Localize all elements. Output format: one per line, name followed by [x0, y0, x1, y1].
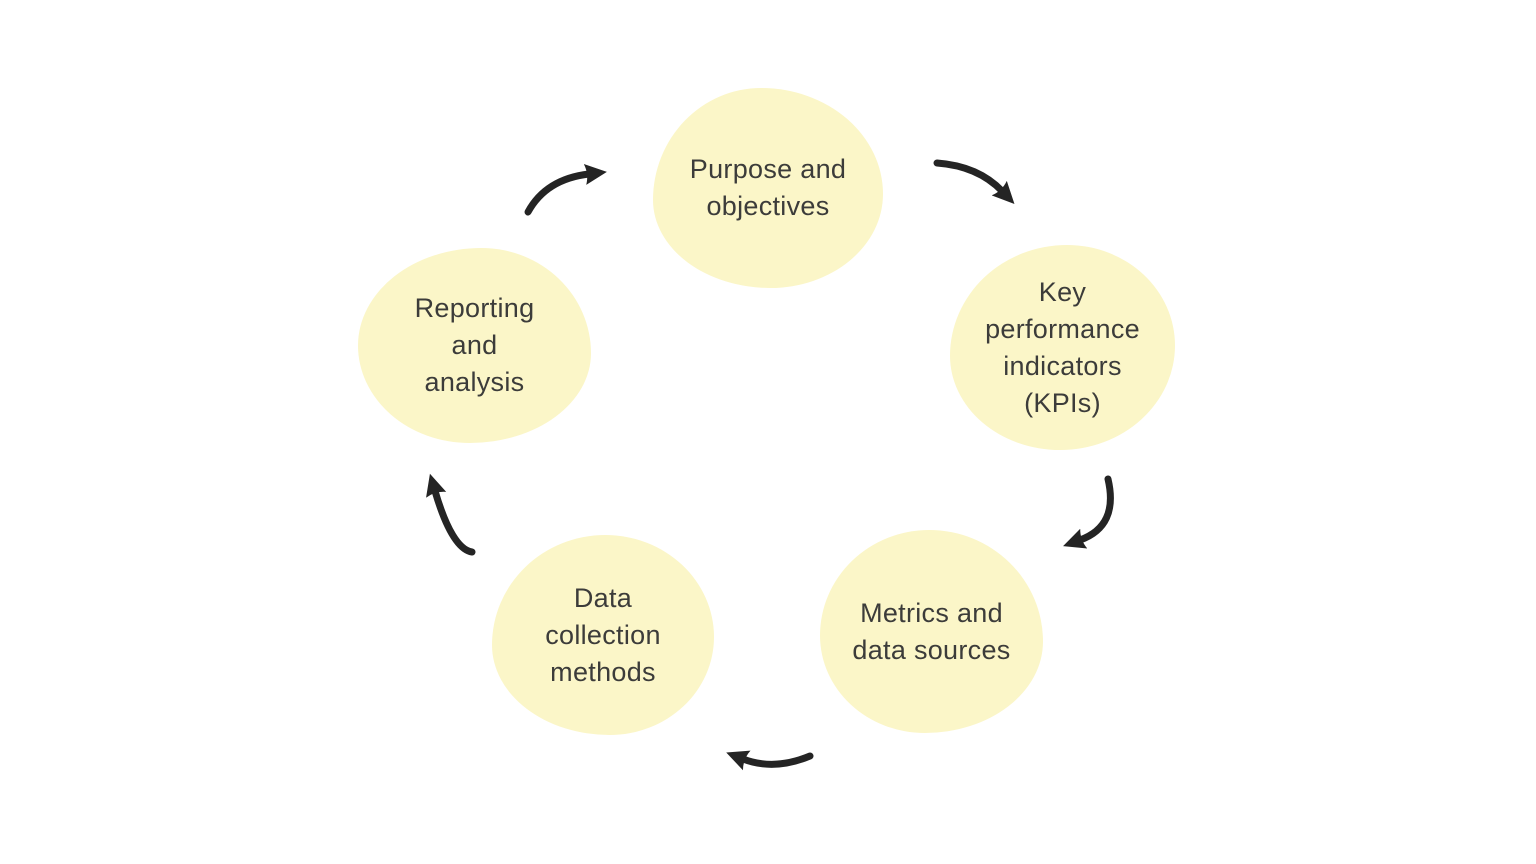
node-label-line: Reporting	[414, 293, 535, 323]
blob-shape	[492, 535, 714, 735]
node-metrics-and-data-sources: Metrics and data sources	[820, 530, 1043, 733]
node-label-line: Key	[1038, 276, 1087, 307]
node-key-performance-indicators: Key performance indicators (KPIs)	[950, 245, 1175, 450]
node-label-line: methods	[550, 656, 656, 687]
node-label-line: data sources	[852, 634, 1011, 665]
node-label: Data collection methods	[545, 580, 661, 691]
node-label-line: Purpose and	[689, 154, 847, 184]
node-label-line: performance	[985, 313, 1140, 344]
node-label-line: objectives	[706, 191, 830, 221]
blob-shape	[820, 530, 1043, 733]
node-label-line: indicators	[1003, 350, 1122, 381]
node-label: Purpose and objectives	[690, 151, 846, 225]
node-label: Metrics and data sources	[852, 595, 1010, 669]
arrow-metrics-to-collection	[726, 750, 814, 771]
arrow-reporting-to-purpose	[524, 164, 607, 216]
node-label-line: (KPIs)	[1024, 387, 1101, 418]
blob-shape	[950, 245, 1175, 450]
node-label-line: and	[451, 330, 498, 360]
node-label-line: Data	[573, 582, 633, 613]
node-label-line: analysis	[424, 367, 525, 397]
node-label-line: Metrics and	[860, 597, 1003, 628]
node-label: Reporting and analysis	[415, 290, 535, 401]
node-purpose-and-objectives: Purpose and objectives	[653, 88, 883, 288]
arrow-collection-to-reporting	[426, 473, 476, 556]
node-reporting-and-analysis: Reporting and analysis	[358, 248, 591, 443]
node-label: Key performance indicators (KPIs)	[985, 274, 1140, 422]
arrow-purpose-to-kpis	[933, 159, 1015, 204]
blob-shape	[358, 248, 591, 443]
blob-shape	[653, 88, 883, 288]
arrow-kpis-to-metrics	[1063, 475, 1114, 549]
node-data-collection-methods: Data collection methods	[492, 535, 714, 735]
node-label-line: collection	[545, 619, 661, 650]
